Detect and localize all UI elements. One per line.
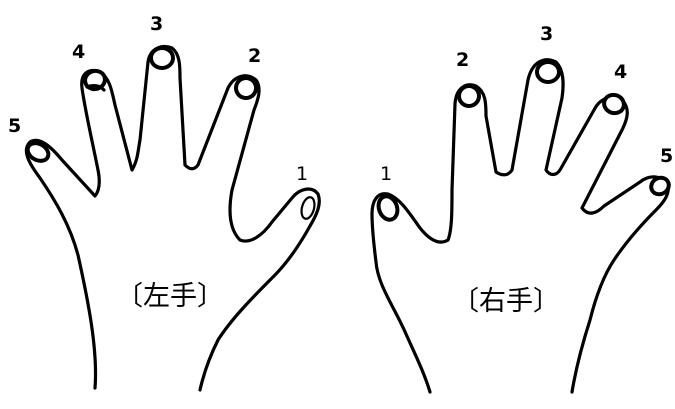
left-finger-5-number: 5 xyxy=(8,115,21,137)
right-finger-5-number: 5 xyxy=(660,145,673,167)
right-nail-2 xyxy=(459,86,479,106)
left-hand-label: 〔左手〕 xyxy=(116,281,224,312)
right-finger-1-number: 1 xyxy=(380,163,392,185)
left-finger-3-number: 3 xyxy=(150,13,163,35)
left-finger-1-number: 1 xyxy=(296,163,308,185)
left-finger-2-number: 2 xyxy=(248,45,261,67)
left-hand-outline xyxy=(26,47,319,390)
right-finger-2-number: 2 xyxy=(456,49,469,71)
left-nail-3 xyxy=(151,48,173,68)
left-hand: 5 4 3 2 1 〔左手〕 xyxy=(8,13,319,390)
left-finger-4-number: 4 xyxy=(72,41,85,63)
right-hand-label: 〔右手〕 xyxy=(452,286,560,317)
right-finger-4-number: 4 xyxy=(614,61,627,83)
right-finger-3-number: 3 xyxy=(540,23,553,45)
right-nail-3 xyxy=(537,62,559,82)
right-nail-4 xyxy=(602,92,627,116)
right-hand: 1 2 3 4 5 〔右手〕 xyxy=(372,23,673,392)
